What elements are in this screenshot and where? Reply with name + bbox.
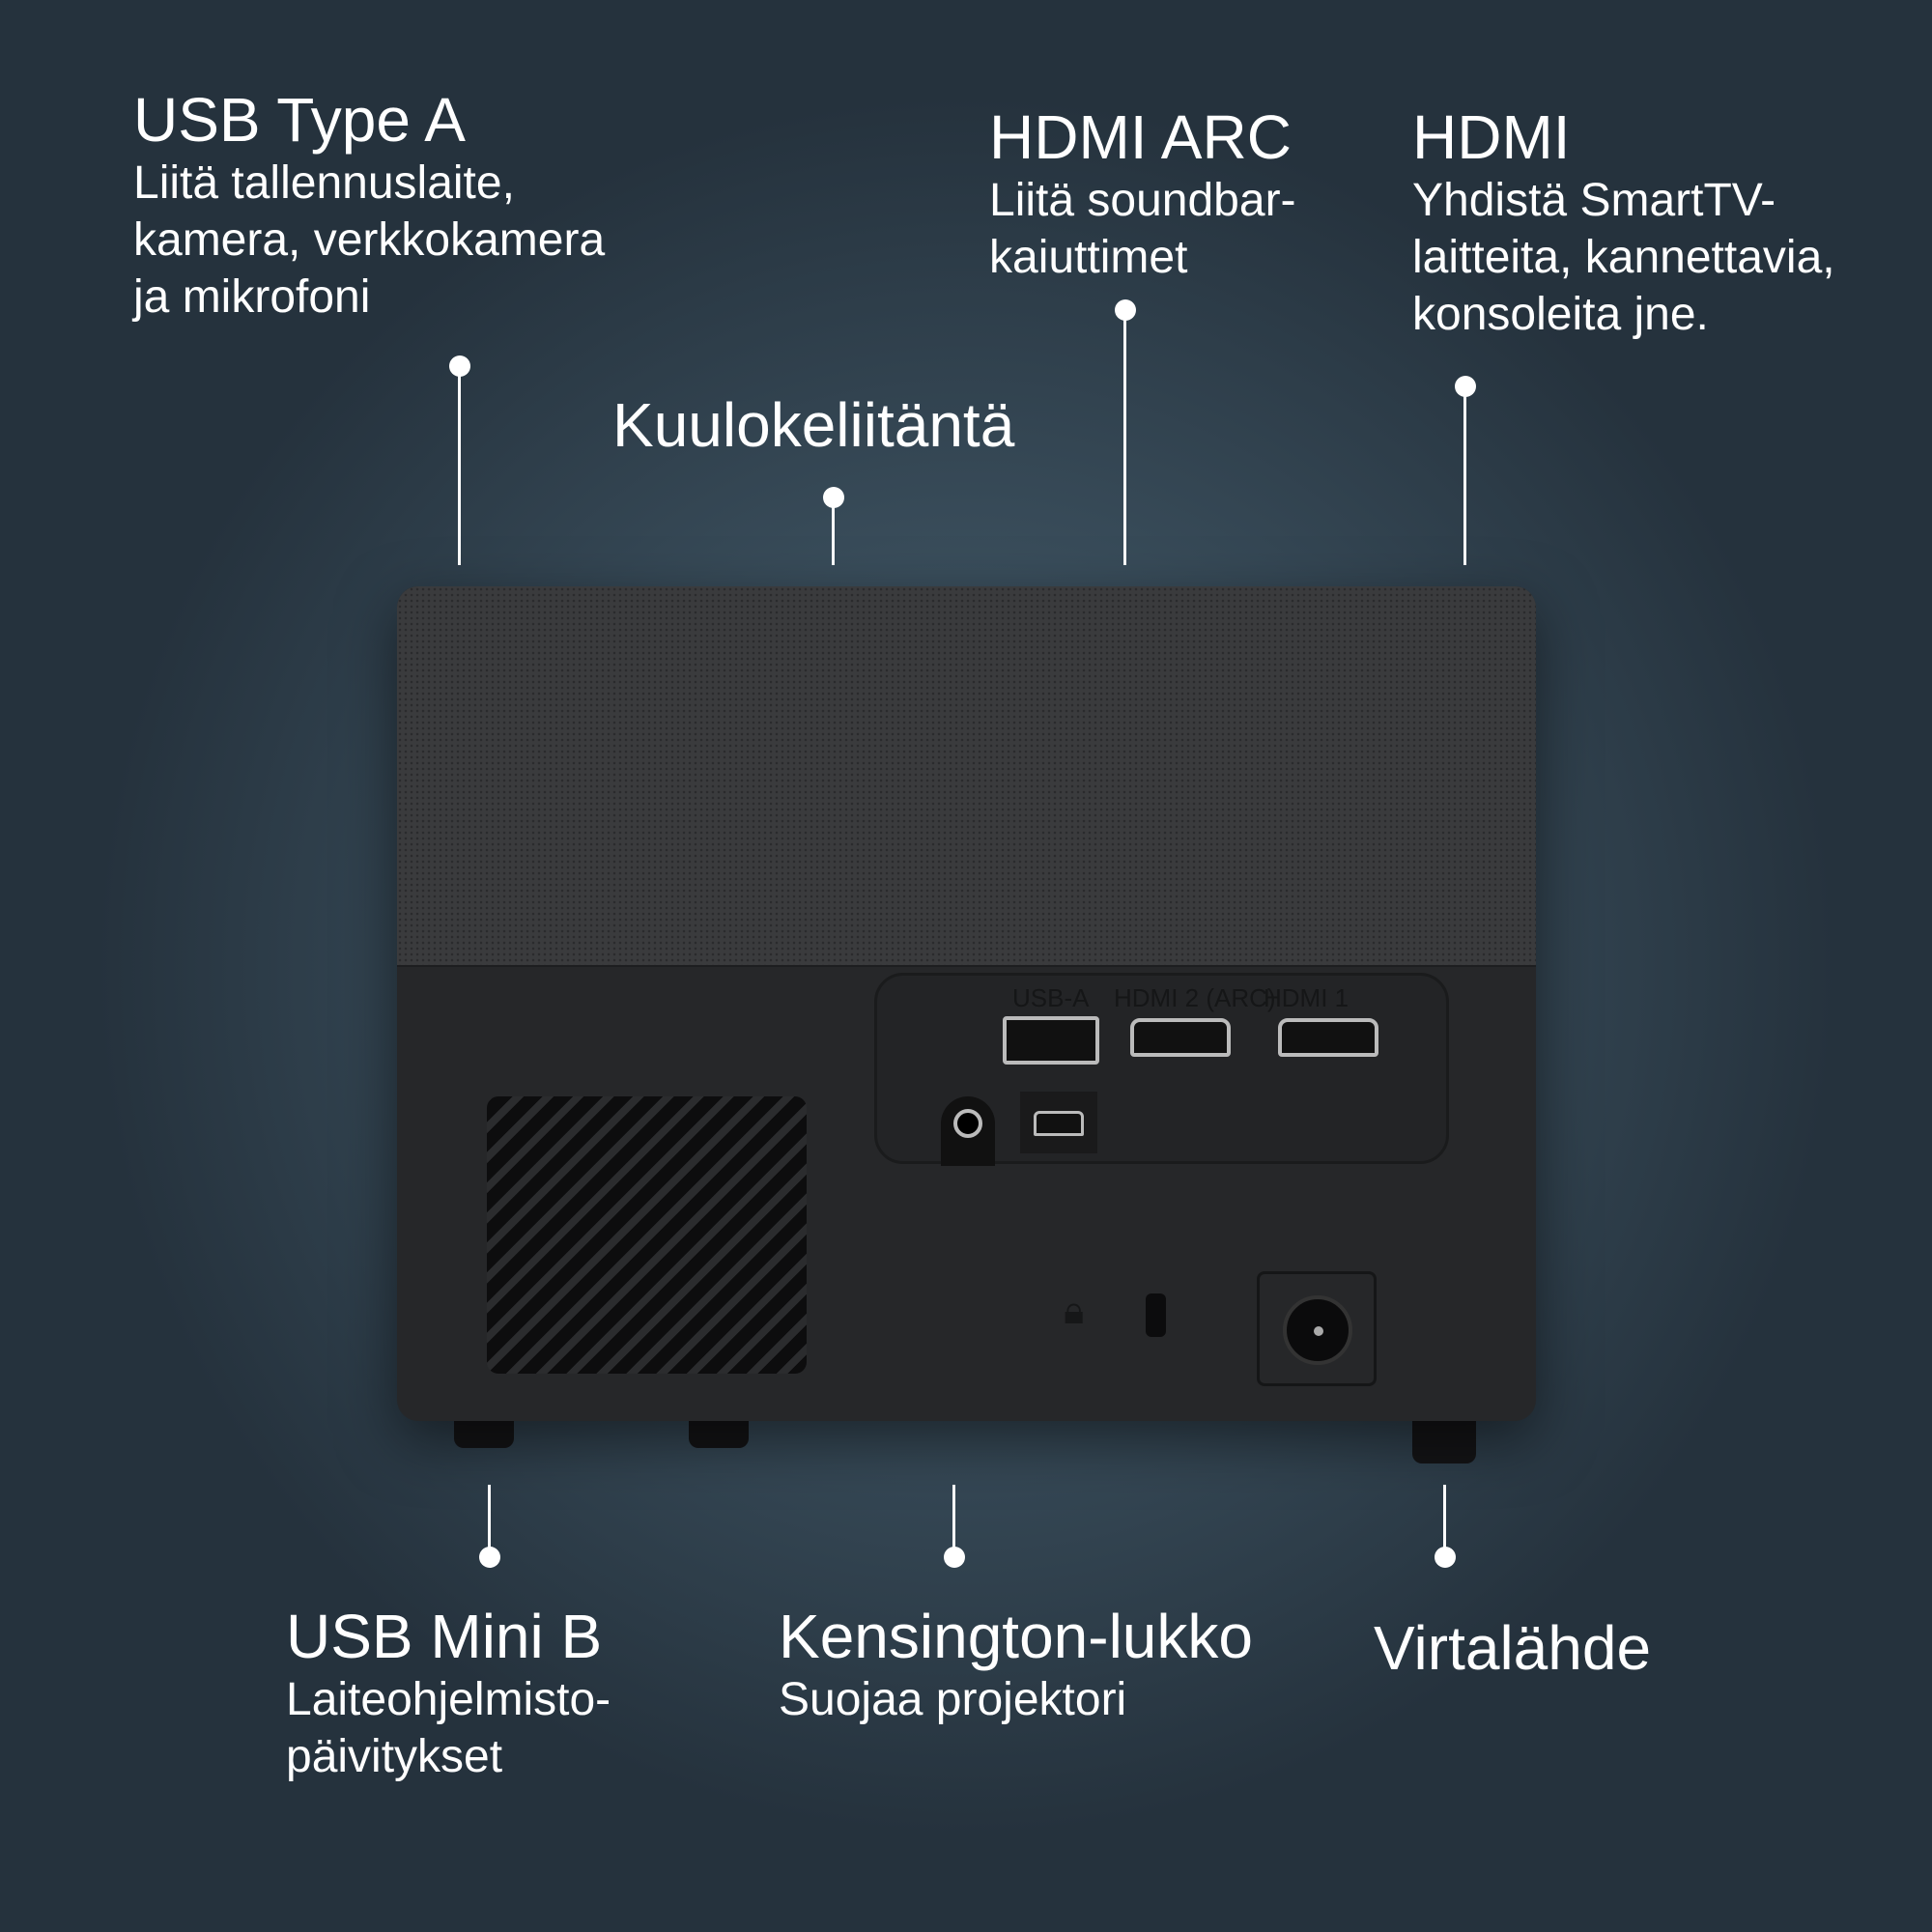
leader-dot (944, 1547, 965, 1568)
callout-title: Kensington-lukko (779, 1602, 1253, 1671)
callout-power: Virtalähde (1374, 1613, 1651, 1683)
hdmi-port (1278, 1018, 1378, 1057)
leader-dot (479, 1547, 500, 1568)
leader-line (952, 1485, 955, 1557)
callout-title: Virtalähde (1374, 1613, 1652, 1683)
kensington-lock-icon: 🔒︎ (1064, 1290, 1085, 1332)
callout-text: Yhdistä SmartTV- (1412, 175, 1776, 226)
leader-line (488, 1485, 491, 1557)
callout-title: HDMI (1412, 102, 1571, 172)
port-panel: USB-A HDMI 2 (ARC) HDMI 1 (874, 973, 1449, 1166)
callout-text: Liitä tallennuslaite, (133, 157, 515, 209)
hdmi-arc-port (1130, 1018, 1231, 1057)
power-port (1257, 1271, 1377, 1386)
port-label: HDMI 2 (ARC) (1114, 983, 1276, 1012)
kensington-slot (1146, 1293, 1166, 1337)
projector-foot (454, 1421, 514, 1448)
callout-kensington: Kensington-lukko Suojaa projektori (779, 1602, 1253, 1728)
callout-text: päivitykset (286, 1731, 503, 1782)
callout-text: kamera, verkkokamera (133, 214, 606, 266)
callout-text: Suojaa projektori (779, 1674, 1127, 1725)
leader-line (1123, 310, 1126, 565)
projector-foot (1412, 1421, 1476, 1463)
callout-hdmi-arc: HDMI ARC Liitä soundbar- kaiuttimet (989, 102, 1296, 286)
leader-line (1463, 386, 1466, 565)
usb-mini-b-port (1034, 1111, 1084, 1136)
air-vent (487, 1096, 807, 1374)
callout-title: USB Type A (133, 85, 466, 155)
usb-a-port (1003, 1016, 1099, 1065)
callout-hdmi: HDMI Yhdistä SmartTV- laitteita, kannett… (1412, 102, 1835, 343)
usb-mini-b-housing (1020, 1092, 1097, 1153)
callout-usb-mini-b: USB Mini B Laiteohjelmisto- päivitykset (286, 1602, 611, 1785)
callout-title: Kuulokeliitäntä (612, 390, 1015, 460)
leader-line (1443, 1485, 1446, 1557)
headphone-jack (953, 1109, 982, 1138)
port-label: HDMI 1 (1264, 983, 1350, 1012)
callout-title: USB Mini B (286, 1602, 603, 1671)
projector-foot (689, 1421, 749, 1448)
callout-text: kaiuttimet (989, 232, 1188, 283)
headphone-jack-housing (941, 1096, 995, 1166)
callout-text: laitteita, kannettavia, (1412, 232, 1835, 283)
leader-line (832, 497, 835, 565)
callout-title: HDMI ARC (989, 102, 1292, 172)
callout-text: Laiteohjelmisto- (286, 1674, 611, 1725)
callout-text: konsoleita jne. (1412, 289, 1709, 340)
port-label: USB-A (1012, 983, 1090, 1012)
leader-line (458, 366, 461, 565)
leader-dot (1435, 1547, 1456, 1568)
callout-headphone: Kuulokeliitäntä (612, 390, 1014, 460)
speaker-grille (397, 586, 1536, 967)
callout-text: Liitä soundbar- (989, 175, 1296, 226)
projector-rear: USB-A HDMI 2 (ARC) HDMI 1 🔒︎ (397, 586, 1536, 1421)
callout-usb-type-a: USB Type A Liitä tallennuslaite, kamera,… (133, 85, 605, 326)
callout-text: ja mikrofoni (133, 271, 371, 323)
